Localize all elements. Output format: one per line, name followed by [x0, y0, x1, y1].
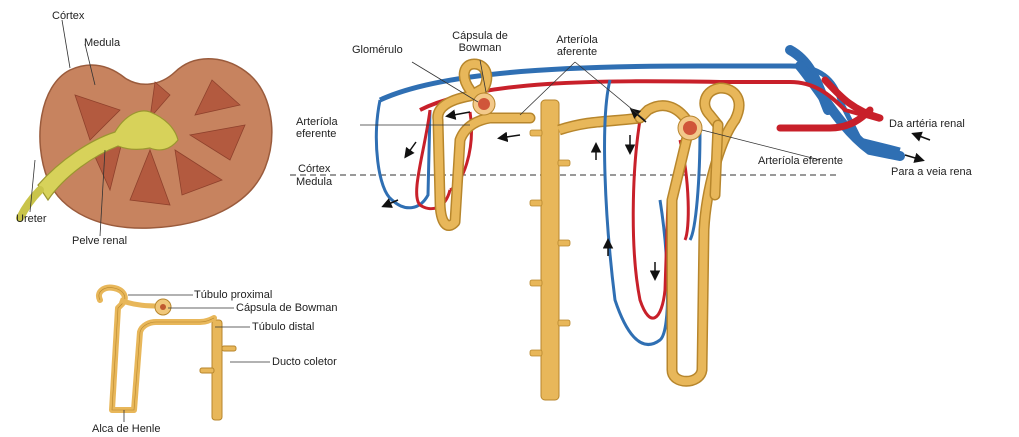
label-large-cortex: Córtex	[298, 163, 330, 175]
label-to-renal-vein: Para a veia rena	[891, 166, 972, 178]
label-afferent-arteriole: Arteríola aferente	[545, 34, 609, 58]
kidney-cross-section	[20, 20, 272, 236]
label-loop-of-henle: Alca de Henle	[92, 423, 161, 435]
label-efferent-arteriole-right: Arteríola eferente	[758, 155, 843, 167]
label-bowman-capsule: Cápsula de Bowman	[448, 30, 512, 54]
label-proximal-tubule: Túbulo proximal	[194, 289, 272, 301]
label-efferent-left-line1: Arteríola	[296, 116, 338, 128]
label-kidney-medulla: Medula	[84, 37, 120, 49]
label-small-bowman-capsule: Cápsula de Bowman	[236, 302, 338, 314]
label-efferent-arteriole-left: Arteríola eferente	[296, 116, 338, 140]
label-collecting-duct: Ducto coletor	[272, 356, 337, 368]
label-large-medulla: Medula	[296, 176, 332, 188]
small-nephron-leaders	[124, 295, 270, 422]
label-renal-pelvis: Pelve renal	[72, 235, 127, 247]
label-glomerulus: Glomérulo	[352, 44, 403, 56]
label-from-renal-artery: Da artéria renal	[889, 118, 965, 130]
label-afferent-line2: aferente	[545, 46, 609, 58]
label-ureter: Ureter	[16, 213, 47, 225]
label-efferent-left-line2: eferente	[296, 128, 338, 140]
collecting-duct	[530, 100, 640, 400]
label-distal-tubule: Túbulo distal	[252, 321, 314, 333]
label-bowman-capsule-line1: Cápsula de	[448, 30, 512, 42]
label-bowman-capsule-line2: Bowman	[448, 42, 512, 54]
small-nephron	[99, 288, 236, 420]
label-kidney-cortex: Córtex	[52, 10, 84, 22]
label-afferent-line1: Arteríola	[545, 34, 609, 46]
